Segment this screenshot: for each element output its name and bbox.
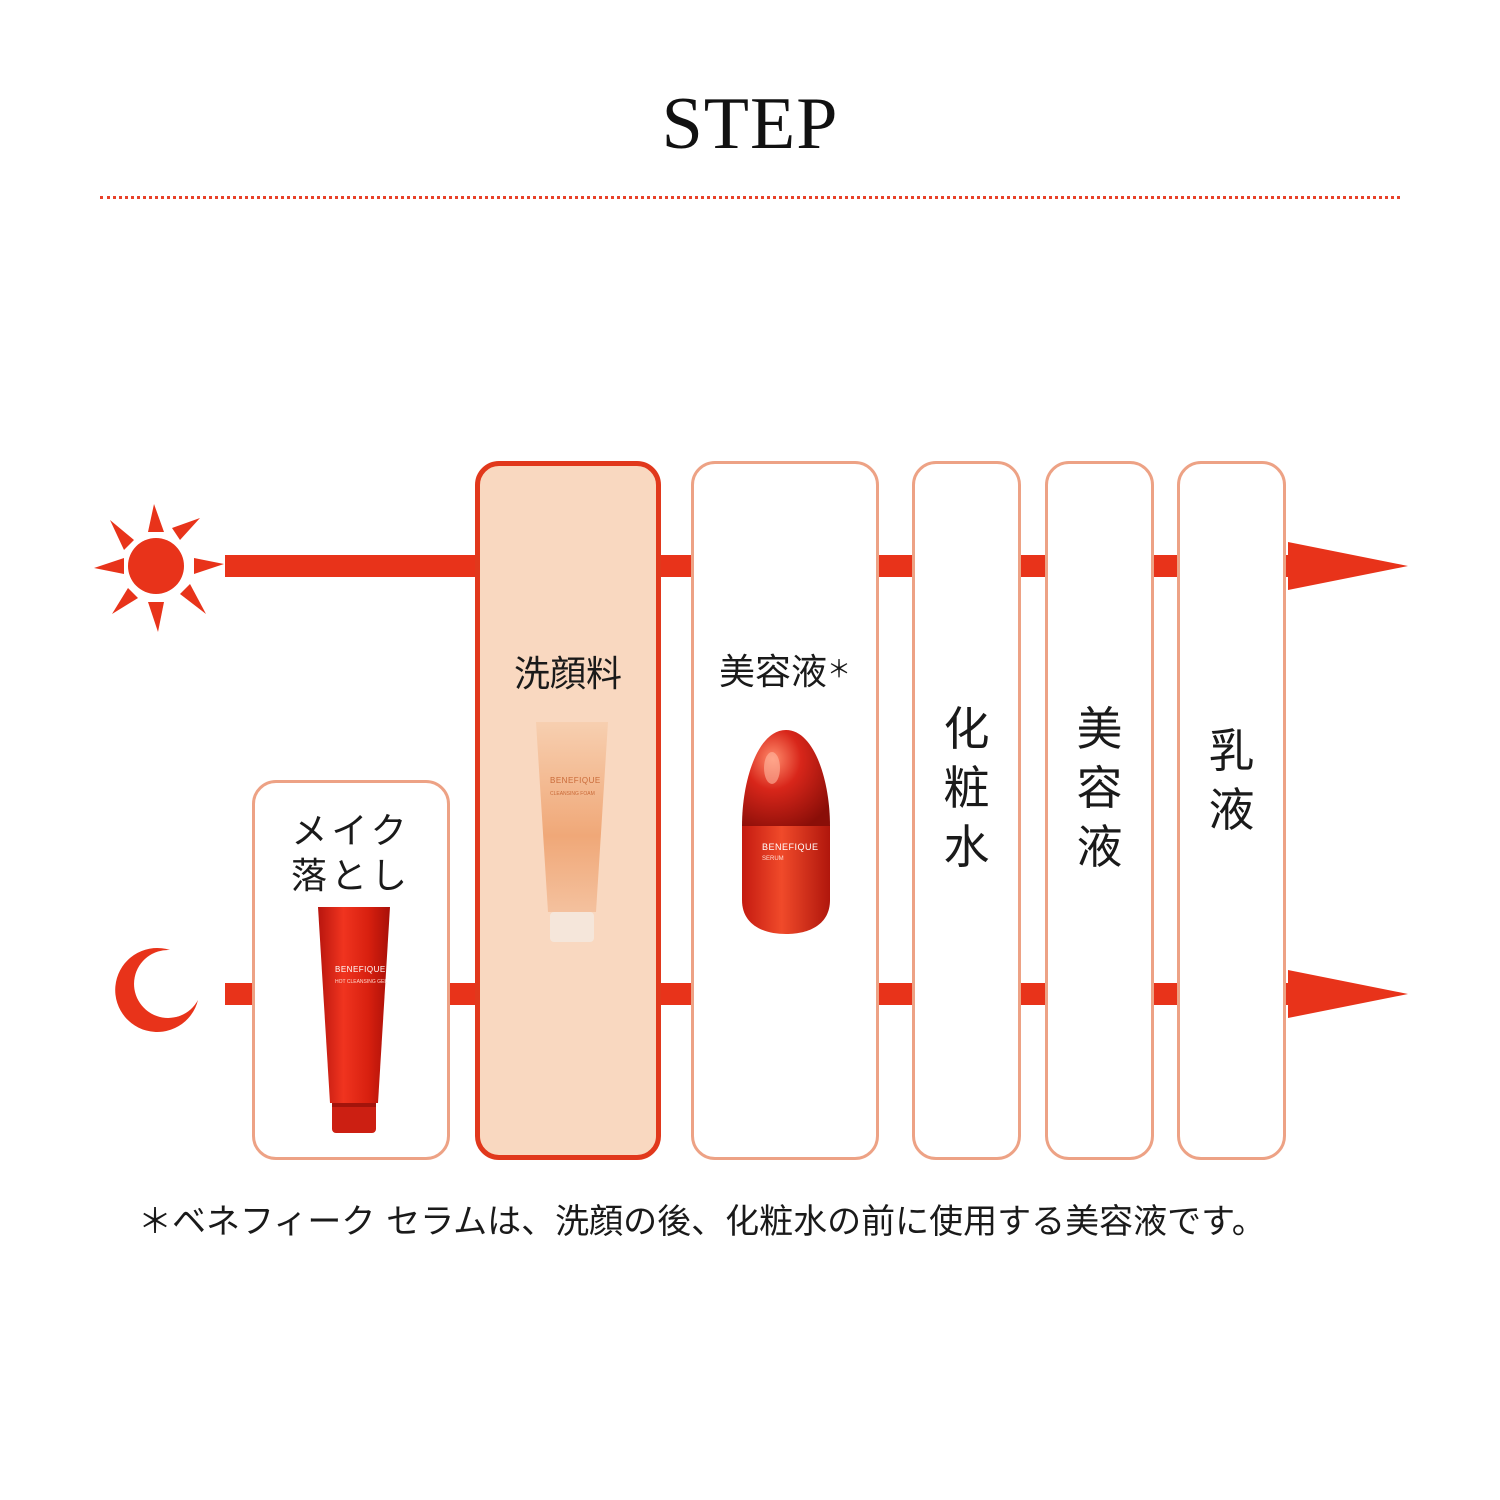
step-char: 液 <box>1076 819 1123 874</box>
page-title: STEP <box>661 83 839 165</box>
step-label-vertical: 乳 液 <box>1180 722 1283 840</box>
sun-icon <box>94 504 224 632</box>
step-label: メイク 落とし <box>255 809 447 899</box>
product-brand: BENEFIQUE <box>550 776 601 785</box>
step-char: 美 <box>1076 702 1123 756</box>
product-brand: BENEFIQUE <box>335 965 386 974</box>
step-label-text: 美容液 <box>718 652 827 693</box>
footnote: ＊ベネフィーク セラムは、洗顔の後、化粧水の前に使用する美容液です。 <box>138 1202 1266 1242</box>
step-card-emulsion: 乳 液 <box>1177 461 1286 1160</box>
step-card-lotion: 化 粧 水 <box>912 461 1021 1160</box>
step-char: 粧 <box>943 760 990 815</box>
product-cleansing-gel-image <box>318 907 390 1133</box>
product-cleansing-foam-image <box>536 722 608 942</box>
step-card-serum: 美容液＊ BENEFIQUE SERUM <box>691 461 879 1160</box>
step-char: 容 <box>1076 760 1123 815</box>
product-name: HOT CLEANSING GEL <box>335 979 388 985</box>
dotted-divider <box>100 196 1400 199</box>
step-char: 乳 <box>1208 724 1255 778</box>
moon-icon <box>115 948 198 1033</box>
asterisk-mark: ＊ <box>827 655 851 683</box>
step-label-vertical: 化 粧 水 <box>915 700 1018 877</box>
step-char: 液 <box>1208 782 1255 837</box>
product-brand: BENEFIQUE <box>762 842 819 852</box>
step-label: 美容液＊ <box>694 650 876 695</box>
step-label: 洗顔料 <box>513 654 622 695</box>
step-label-line1: メイク <box>291 811 411 852</box>
night-arrowhead <box>1288 970 1408 1018</box>
step-char: 水 <box>943 819 990 874</box>
step-label-line2: 落とし <box>290 856 411 897</box>
step-label-vertical: 美 容 液 <box>1048 700 1151 877</box>
step-card-makeup-remover: メイク 落とし BENEFIQUE HOT CLEANSING GEL <box>252 780 450 1160</box>
product-serum-image <box>742 730 830 934</box>
step-char: 化 <box>943 702 990 756</box>
product-name: CLEANSING FOAM <box>550 791 595 797</box>
step-card-essence: 美 容 液 <box>1045 461 1154 1160</box>
step-card-face-wash: 洗顔料 BENEFIQUE CLEANSING FOAM <box>475 461 661 1160</box>
morning-arrowhead <box>1288 542 1408 590</box>
product-name: SERUM <box>762 856 784 862</box>
